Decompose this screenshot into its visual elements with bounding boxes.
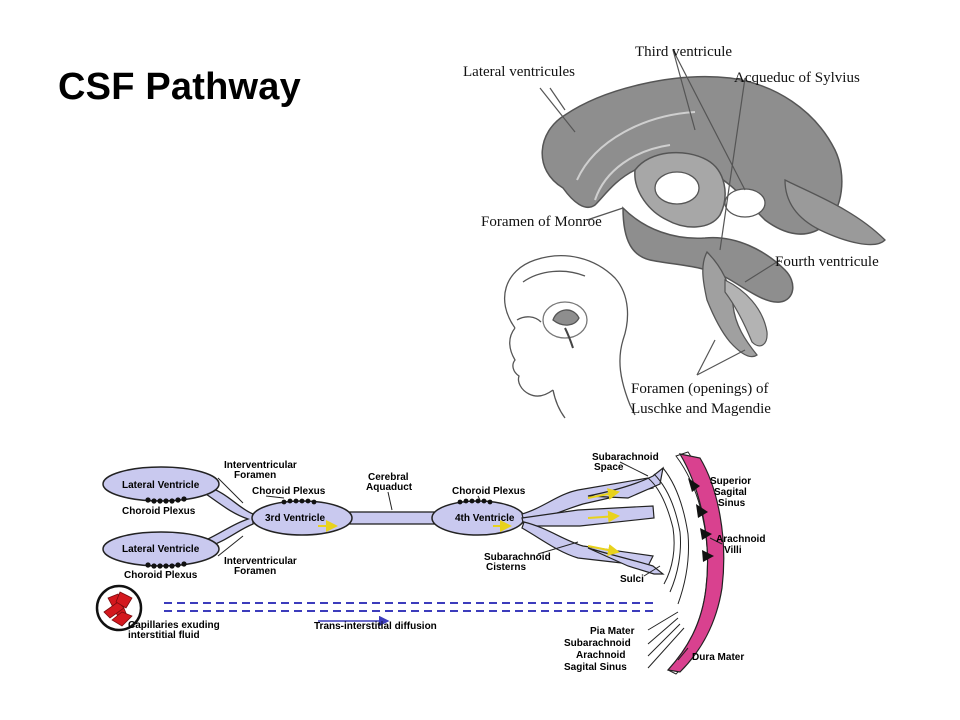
- label-superior-sagital-sinus-3: Sinus: [718, 498, 746, 509]
- label-arachnoid: Arachnoid: [576, 650, 625, 661]
- third-ventricle: [251, 498, 353, 536]
- subarachnoid-lines: [647, 467, 689, 605]
- label-lateral-ventricle-top: Lateral Ventricle: [122, 480, 200, 491]
- label-choroid-plexus-4th: Choroid Plexus: [452, 486, 526, 497]
- label-subarachnoid: Subarachnoid: [564, 638, 631, 649]
- flow-leader-lines: [217, 461, 723, 669]
- flow-arrows: [587, 488, 620, 556]
- label-third-ventricule: Third ventricule: [635, 44, 732, 60]
- label-sagital-sinus: Sagital Sinus: [564, 662, 627, 673]
- label-dura-mater: Dura Mater: [692, 652, 744, 663]
- lateral-ventricle-top: [102, 466, 220, 504]
- meninges: [666, 451, 725, 675]
- label-superior-sagital-sinus-1: Superior: [710, 476, 751, 487]
- label-fourth-ventricule: Fourth ventricule: [775, 254, 879, 270]
- slide-title: CSF Pathway: [58, 66, 301, 108]
- label-cerebral-aquaduct-2: Aquaduct: [366, 482, 413, 493]
- label-choroid-plexus-bottom: Choroid Plexus: [124, 570, 198, 581]
- label-subarachnoid-space-1: Subarachnoid: [592, 452, 659, 463]
- label-acqueduc-of-sylvius: Acqueduc of Sylvius: [734, 70, 860, 86]
- label-choroid-plexus-top: Choroid Plexus: [122, 506, 196, 517]
- label-sulci: Sulci: [620, 574, 644, 585]
- label-interventricular-foramen-bottom-2: Foramen: [234, 566, 276, 577]
- csf-flow-schematic: Lateral Ventricle Choroid Plexus Interve…: [95, 451, 765, 675]
- superior-sagital-sinus: [666, 453, 725, 673]
- child-head-sketch: [504, 255, 636, 419]
- lateral-ventricle-bottom: [102, 531, 220, 569]
- label-third-ventricle: 3rd Ventricle: [265, 513, 325, 524]
- fourth-ventricle: [431, 498, 525, 536]
- label-foramen-openings-line2: Luschke and Magendie: [631, 401, 771, 417]
- label-pia-mater: Pia Mater: [590, 626, 635, 637]
- leader-lines: [539, 49, 781, 376]
- label-capillaries-1: Capillaries exuding: [128, 620, 220, 631]
- label-subarachnoid-cisterns-2: Cisterns: [486, 562, 526, 573]
- label-subarachnoid-space-2: Space: [594, 462, 624, 473]
- diffusion-path: [164, 602, 658, 612]
- label-foramen-of-monroe: Foramen of Monroe: [481, 214, 602, 230]
- label-subarachnoid-cisterns-1: Subarachnoid: [484, 552, 551, 563]
- label-choroid-plexus-3rd: Choroid Plexus: [252, 486, 326, 497]
- label-superior-sagital-sinus-2: Sagital: [714, 487, 747, 498]
- label-arachnoid-villi-2: Villi: [724, 545, 742, 556]
- subarachnoid-branches: [521, 466, 665, 575]
- arachnoid-villi: [688, 478, 714, 562]
- brain-ventricle-illustration: Lateral ventricules Third ventricule Acq…: [463, 44, 886, 419]
- label-lateral-ventricules: Lateral ventricules: [463, 64, 575, 80]
- label-interventricular-foramen-bottom-1: Interventricular: [224, 556, 297, 567]
- label-interventricular-foramen-top-1: Interventricular: [224, 460, 297, 471]
- label-trans-interstitial-diffusion: Trans-interstitial diffusion: [314, 621, 437, 632]
- label-interventricular-foramen-top-2: Foramen: [234, 470, 276, 481]
- label-foramen-openings-line1: Foramen (openings) of: [631, 381, 768, 397]
- label-capillaries-2: interstitial fluid: [128, 630, 200, 641]
- label-lateral-ventricle-bottom: Lateral Ventricle: [122, 544, 200, 555]
- label-arachnoid-villi-1: Arachnoid: [716, 534, 765, 545]
- label-fourth-ventricle: 4th Ventricle: [455, 513, 515, 524]
- label-cerebral-aquaduct-1: Cerebral: [368, 472, 409, 483]
- ventricle-system: [541, 75, 886, 358]
- capillary-bundle: [95, 584, 143, 632]
